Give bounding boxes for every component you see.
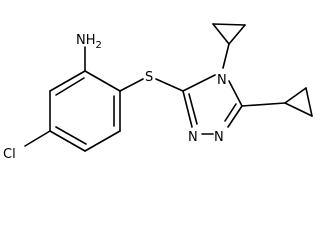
bond-c3t-n4: [182, 74, 216, 92]
chloro-label: Cl: [3, 147, 16, 162]
bond-c5-cl: [24, 130, 51, 147]
structure-diagram: NH2 Cl S N N N: [3, 23, 313, 162]
ring-n4-label: N: [217, 73, 227, 88]
sulfur-label: S: [145, 70, 153, 85]
bond-c5t-n1: [227, 105, 243, 128]
bond-c5t-n1-inner: [224, 103, 237, 122]
bond-s-c3t: [155, 78, 184, 92]
bond-c2-s: [119, 78, 144, 92]
bond-n4-cp: [222, 43, 230, 69]
ring-n2-label: N: [188, 130, 198, 145]
cp2-edge-c: [284, 102, 313, 117]
molecule-svg: NH2 Cl S N N N: [3, 23, 313, 162]
bond-c4-c5-inner: [55, 126, 87, 145]
benzene-ring: [49, 70, 121, 152]
cyclopropyl-c5: [241, 87, 313, 117]
bond-n2-c3t-inner: [188, 93, 198, 125]
bond-c4-c5: [49, 130, 86, 152]
cp2-edge-b: [305, 87, 313, 117]
amine-label: NH2: [76, 33, 102, 51]
triazole-ring: [182, 74, 243, 135]
cp1-edge-a: [212, 23, 230, 45]
bond-c6-c1-inner: [55, 77, 85, 96]
bond-c5t-cp: [241, 102, 286, 107]
cp2-edge-a: [284, 87, 307, 104]
cp1-edge-b: [212, 23, 246, 26]
cyclopropyl-n4: [212, 23, 246, 69]
cp1-edge-c: [228, 24, 246, 45]
bond-c1-c2: [84, 70, 121, 92]
bond-c6-c1: [49, 70, 86, 92]
ring-n1-label: N: [214, 130, 224, 145]
bond-n4-c5t: [228, 80, 243, 107]
bond-n2-c3t: [182, 90, 193, 128]
bond-c3-c4: [84, 130, 121, 152]
